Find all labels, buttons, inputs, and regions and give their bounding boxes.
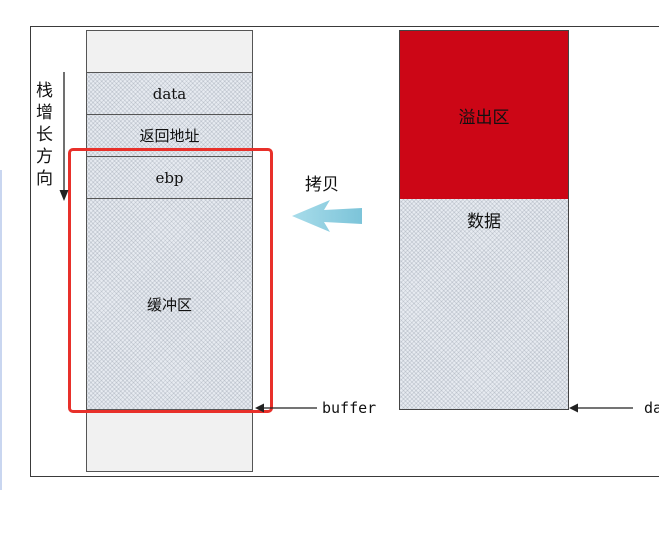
- stack-cell-ebp-label: ebp: [155, 168, 184, 187]
- stack-cell-data-label: data: [152, 84, 187, 103]
- source-column: [399, 30, 569, 410]
- overflow-highlight-box: [68, 148, 273, 413]
- overflow-region: 溢出区: [400, 31, 568, 199]
- stack-cell-top-empty: [86, 30, 253, 73]
- stack-cell-buffer: 缓冲区: [86, 198, 253, 410]
- data-pointer-arrow-icon: [569, 403, 633, 413]
- stack-growth-arrow-icon: [59, 72, 69, 201]
- buffer-pointer-label: buffer: [322, 399, 377, 417]
- stack-cell-bottom-empty: [86, 409, 253, 472]
- stack-cell-return-address-label: 返回地址: [139, 127, 200, 145]
- source-data-region: 数据: [400, 199, 568, 409]
- stack-cell-buffer-label: 缓冲区: [146, 295, 192, 314]
- left-edge-strip: [0, 170, 2, 490]
- stack-cell-data: data: [86, 72, 253, 115]
- copy-label: 拷贝: [305, 175, 339, 195]
- stack-growth-label: 栈增长方向: [36, 81, 53, 189]
- diagram-frame: [30, 26, 659, 477]
- copy-arrow-icon: [292, 200, 362, 232]
- buffer-pointer-arrow-icon: [255, 403, 317, 413]
- data-pointer-label: da: [644, 399, 659, 417]
- stack-cell-ebp: ebp: [86, 156, 253, 199]
- source-data-label: 数据: [467, 212, 501, 232]
- overflow-region-label: 溢出区: [458, 107, 510, 128]
